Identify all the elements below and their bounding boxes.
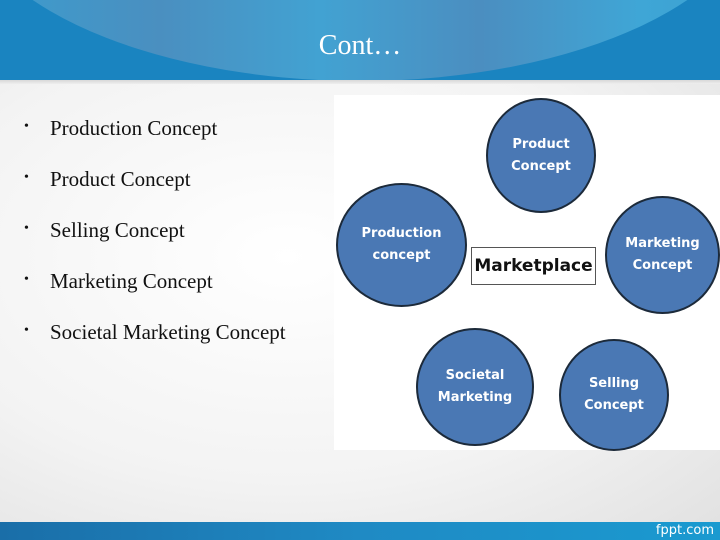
circle-label: concept [372,248,431,263]
bullet-text: Product Concept [50,167,191,191]
bullet-list: • Production Concept • Product Concept • Se… [24,116,286,371]
circle-label: Societal [445,368,505,383]
slide-footer: fppt.com [0,522,720,540]
slide-header: Cont… [0,0,720,81]
slide-title: Cont… [318,30,402,61]
bullet-item: • Marketing Concept [24,269,286,320]
circle-label: Concept [584,398,644,413]
bullet-text: Marketing Concept [50,269,213,293]
bullet-item: • Product Concept [24,167,286,218]
circle-label: Production [361,226,442,241]
bullet-text: Production Concept [50,116,218,140]
header-divider [0,80,720,84]
bullet-text: Selling Concept [50,218,185,242]
circle-label: Concept [632,258,693,273]
bullet-icon: • [24,323,29,338]
circle-label: Product [512,136,570,152]
circle-label: Selling [588,376,640,391]
circle-production-concept: Production concept [336,183,467,307]
bullet-icon: • [24,272,29,287]
bullet-icon: • [24,170,29,185]
circle-label: Concept [511,158,571,174]
marketplace-box: Marketplace [471,247,596,285]
bullet-item: • Production Concept [24,116,286,167]
bullet-icon: • [24,221,29,236]
bullet-item: • Selling Concept [24,218,286,269]
bullet-item: • Societal Marketing Concept [24,320,286,371]
bullet-icon: • [24,119,29,134]
circle-label: Marketing [437,390,513,405]
bullet-text: Societal Marketing Concept [50,320,286,344]
circle-label: Marketing [625,236,700,251]
footer-brand: fppt.com [655,523,714,538]
